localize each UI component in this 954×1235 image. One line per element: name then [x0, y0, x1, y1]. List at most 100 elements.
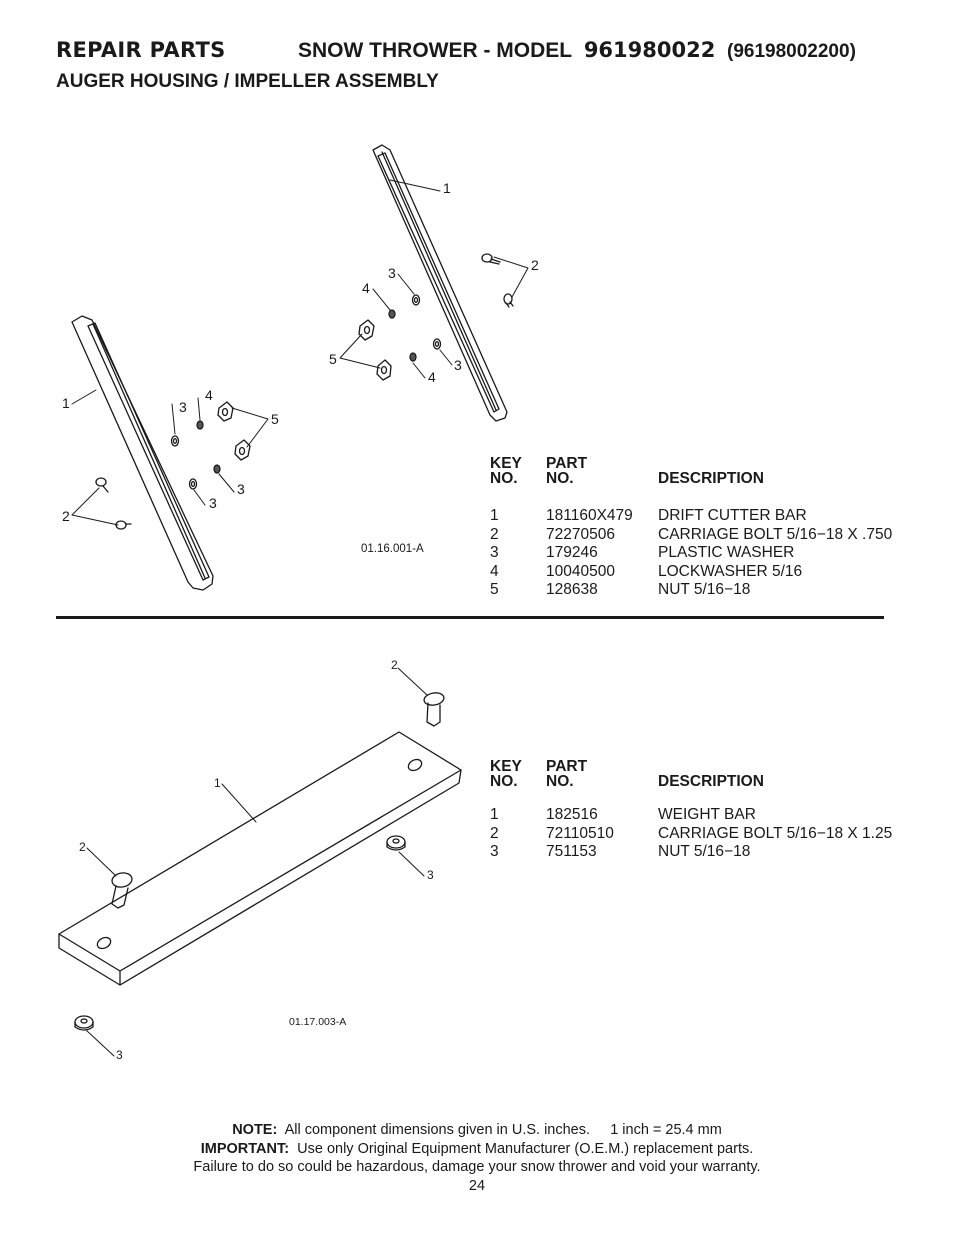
callout-leaders-2 [85, 667, 428, 1057]
footer-warning: Failure to do so could be hazardous, dam… [193, 1159, 761, 1175]
nut-icon [376, 359, 392, 381]
table-row: 5 128638 NUT 5/16−18 [490, 581, 900, 600]
table-row: 2 72270506 CARRIAGE BOLT 5/16−18 X .750 [490, 526, 900, 545]
table-header: KEY NO. PART NO. DESCRIPTION [490, 455, 900, 495]
table-row: 3 179246 PLASTIC WASHER [490, 544, 900, 563]
part-description: LOCKWASHER 5/16 [658, 562, 803, 580]
plastic-washer-icon [432, 338, 442, 350]
plastic-washer-icon [411, 294, 421, 306]
footer-important-line: IMPORTANT: Use only Original Equipment M… [0, 1140, 954, 1159]
carriage-bolt-icon [481, 253, 501, 265]
table-row: 2 72110510 CARRIAGE BOLT 5/16−18 X 1.25 [490, 825, 900, 844]
part-description: WEIGHT BAR [658, 806, 756, 823]
weight-bar [58, 731, 462, 986]
callout-label: 4 [428, 369, 436, 385]
header-snow-thrower: SNOW THROWER - MODEL [298, 39, 573, 62]
header-key-no: NO. [490, 470, 518, 487]
part-description: CARRIAGE BOLT 5/16−18 X 1.25 [658, 824, 893, 842]
part-no: 72270506 [546, 525, 615, 543]
callout-label: 3 [454, 357, 462, 373]
plastic-washer-icon [170, 435, 180, 447]
lockwasher-icon [388, 309, 396, 319]
part-no: 10040500 [546, 562, 615, 580]
header-model-number: 961980022 [583, 38, 716, 62]
key-no: 2 [490, 824, 499, 842]
part-no: 751153 [546, 843, 597, 860]
key-no: 4 [490, 562, 499, 580]
part-no: 181160X479 [546, 507, 633, 524]
part-no: 128638 [546, 581, 598, 598]
part-no: 72110510 [546, 824, 614, 842]
callout-label: 4 [362, 280, 370, 296]
callout-label: 3 [237, 481, 245, 497]
callout-label: 3 [116, 1048, 123, 1062]
callout-label: 3 [179, 399, 187, 415]
page-subtitle: AUGER HOUSING / IMPELLER ASSEMBLY [56, 71, 439, 92]
callout-leaders-1 [71, 179, 529, 526]
header-key-no: NO. [490, 773, 518, 790]
callout-label: 2 [79, 840, 86, 854]
page-header: REPAIR PARTS SNOW THROWER - MODEL 961980… [56, 38, 856, 63]
callout-label: 5 [271, 411, 279, 427]
carriage-bolt-icon [503, 293, 514, 308]
callout-label: 1 [443, 180, 451, 196]
key-no: 5 [490, 581, 499, 598]
header-model-line: SNOW THROWER - MODEL 961980022 (96198002… [298, 38, 856, 63]
lockwasher-icon [409, 352, 417, 362]
callout-label: 2 [391, 658, 398, 672]
callout-label: 1 [62, 395, 70, 411]
callout-label: 3 [388, 265, 396, 281]
drift-cutter-bar-left [71, 315, 214, 591]
callout-label: 2 [531, 257, 539, 273]
header-part: PART [546, 758, 588, 775]
header-key: KEY [490, 455, 522, 472]
part-description: DRIFT CUTTER BAR [658, 507, 807, 524]
key-no: 1 [490, 507, 499, 524]
note-conversion: 1 inch = 25.4 mm [610, 1122, 722, 1138]
header-description: DESCRIPTION [658, 773, 764, 790]
diagram-code: 01.17.003-A [289, 1016, 347, 1028]
key-no: 1 [490, 806, 499, 823]
header-model-alt: (96198002200) [727, 41, 856, 62]
callout-label: 4 [205, 387, 213, 403]
header-description: DESCRIPTION [658, 470, 764, 487]
note-label: NOTE: [232, 1122, 278, 1138]
carriage-bolt-icon [95, 477, 109, 493]
header-key: KEY [490, 758, 522, 775]
table-row: 1 181160X479 DRIFT CUTTER BAR [490, 507, 900, 526]
part-description: NUT 5/16−18 [658, 581, 751, 598]
carriage-bolt-icon [111, 872, 133, 909]
callout-label: 2 [62, 508, 70, 524]
parts-table-1: KEY NO. PART NO. DESCRIPTION 1 181160X479… [490, 455, 900, 600]
note-text: All component dimensions given in U.S. i… [284, 1122, 591, 1138]
header-part-no: NO. [546, 470, 574, 487]
key-no: 2 [490, 525, 499, 543]
part-description: NUT 5/16−18 [658, 843, 751, 860]
lockwasher-icon [196, 420, 204, 430]
page-footer: NOTE: All component dimensions given in … [0, 1121, 954, 1195]
section-divider [56, 616, 884, 619]
callout-label: 5 [329, 351, 337, 367]
header-part: PART [546, 455, 588, 472]
part-description: CARRIAGE BOLT 5/16−18 X .750 [658, 525, 893, 543]
header-part-no: NO. [546, 773, 574, 790]
important-text: Use only Original Equipment Manufacturer… [297, 1140, 754, 1157]
part-no: 179246 [546, 544, 598, 561]
table-row: 4 10040500 LOCKWASHER 5/16 [490, 563, 900, 582]
callout-label: 3 [427, 868, 434, 882]
drift-cutter-bar-right [372, 144, 508, 422]
nut-icon [234, 439, 251, 461]
nut-icon [358, 319, 375, 341]
nut-icon [74, 1015, 94, 1031]
lockwasher-icon [213, 464, 221, 474]
header-repair-parts: REPAIR PARTS [56, 38, 226, 62]
carriage-bolt-icon [423, 692, 445, 727]
plastic-washer-icon [188, 478, 198, 490]
callout-label: 3 [209, 495, 217, 511]
key-no: 3 [490, 544, 499, 561]
part-description: PLASTIC WASHER [658, 544, 795, 561]
important-label: IMPORTANT: [200, 1140, 290, 1157]
